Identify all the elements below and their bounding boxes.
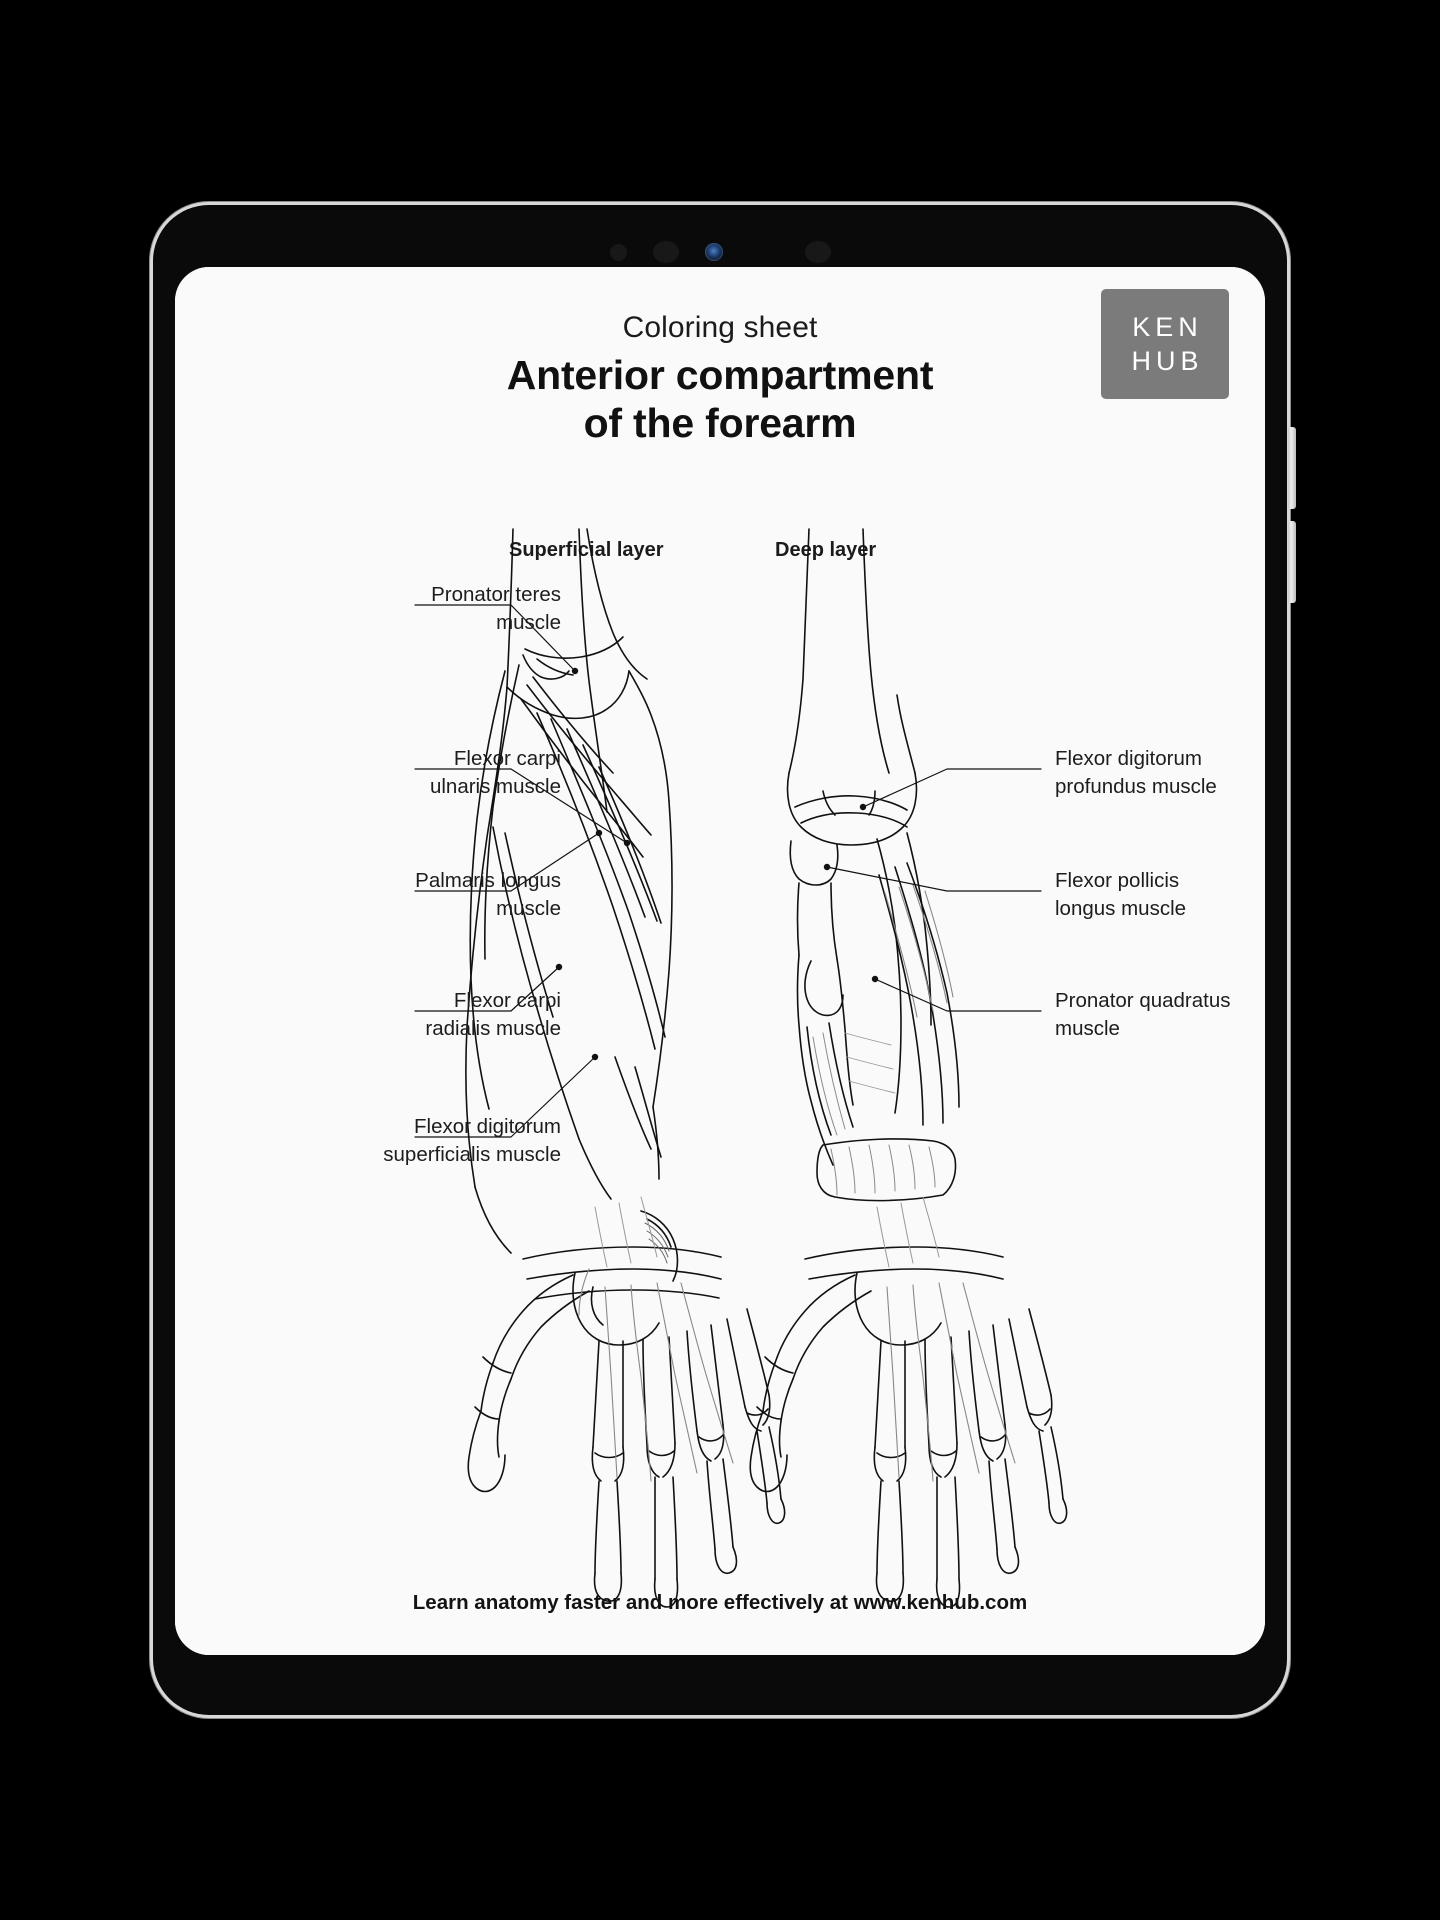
tablet-screen[interactable]: KEN HUB Coloring sheet Anterior compartm…: [175, 267, 1265, 1655]
page-title-line-1: Anterior compartment: [506, 352, 934, 398]
kenhub-logo: KEN HUB: [1101, 289, 1229, 399]
page-title: Anterior compartment of the forearm: [175, 351, 1265, 448]
logo-line-ken: KEN: [1132, 311, 1203, 342]
tablet-frame: KEN HUB Coloring sheet Anterior compartm…: [153, 205, 1296, 1715]
label-flexor-digitorum-profundus: Flexor digitorum profundus muscle: [1055, 747, 1217, 799]
page-title-line-2: of the forearm: [583, 400, 857, 447]
camera-sensor-cluster: [153, 241, 1287, 263]
label-pronator-teres: Pronator teres muscle: [431, 583, 561, 635]
label-palmaris-longus: Palmaris longus muscle: [415, 869, 561, 921]
ambient-light-sensor-icon: [652, 241, 679, 263]
header-block: Coloring sheet Anterior compartment of t…: [175, 311, 1265, 448]
coloring-sheet: KEN HUB Coloring sheet Anterior compartm…: [175, 267, 1265, 1655]
microphone-icon: [804, 241, 831, 263]
label-flexor-carpi-radialis: Flexor carpi radialis muscle: [425, 989, 561, 1041]
label-flexor-pollicis-longus: Flexor pollicis longus muscle: [1055, 869, 1187, 921]
volume-up-button[interactable]: [1288, 427, 1296, 509]
label-flexor-carpi-ulnaris: Flexor carpi ulnaris muscle: [429, 747, 561, 799]
column-heading-superficial: Superficial layer: [509, 539, 664, 561]
label-pronator-quadratus: Pronator quadratus muscle: [1055, 989, 1231, 1041]
logo-line-hub: HUB: [1131, 345, 1204, 376]
superficial-layer-arm: [465, 528, 786, 1608]
sheet-subtitle: Coloring sheet: [622, 311, 818, 344]
proximity-sensor-icon: [609, 243, 627, 261]
volume-down-button[interactable]: [1288, 521, 1296, 603]
deep-layer-arm: [749, 528, 1068, 1608]
column-heading-deep: Deep layer: [775, 539, 877, 561]
label-flexor-digitorum-superficialis: Flexor digitorum superficialis muscle: [383, 1115, 561, 1167]
front-camera-icon: [704, 243, 723, 261]
footer-note: Learn anatomy faster and more effectivel…: [412, 1591, 1028, 1614]
anatomy-illustration: [414, 528, 1068, 1608]
leader-dots-left: [555, 667, 631, 1061]
leader-lines-right: [826, 768, 1042, 1012]
leader-dots-right: [823, 803, 879, 983]
